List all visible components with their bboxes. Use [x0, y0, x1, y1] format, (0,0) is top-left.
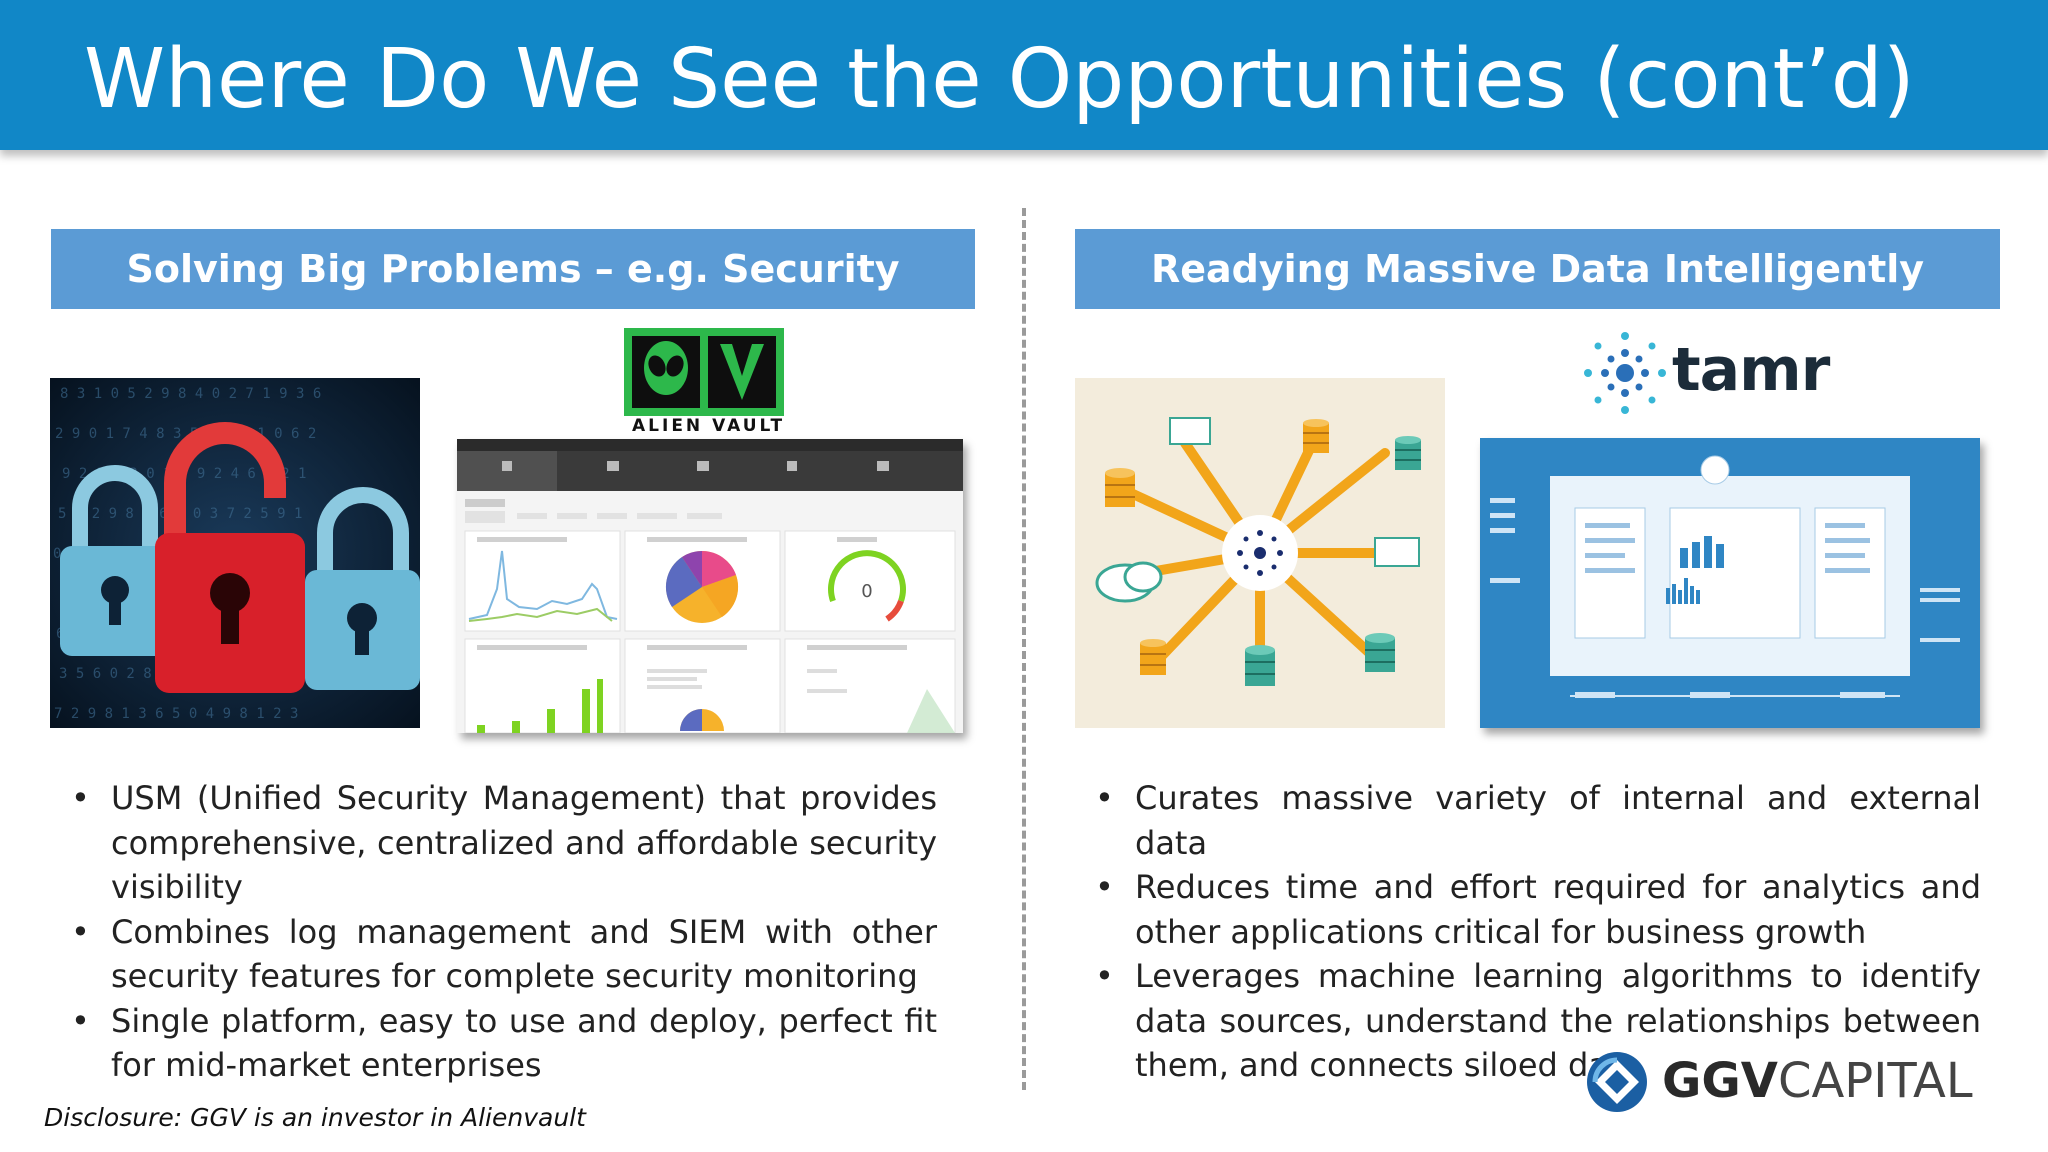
title-bar: Where Do We See the Opportunities (cont’… [0, 0, 2048, 150]
right-section-header: Readying Massive Data Intelligently [1075, 229, 2000, 309]
ggv-logo-text: GGVCAPITAL [1662, 1053, 1973, 1109]
right-bullet-item: Leverages machine learning algorithms to… [1095, 954, 1981, 1088]
left-bullet-item: USM (Unified Security Management) that p… [71, 776, 937, 910]
data-hub-image [1075, 378, 1445, 728]
tamr-workflow-image [1480, 438, 1980, 728]
ggv-brand-light: CAPITAL [1777, 1053, 1973, 1109]
alienvault-logo [624, 328, 784, 416]
right-bullet-item: Reduces time and effort required for ana… [1095, 865, 1981, 954]
column-divider [1022, 208, 1026, 1090]
alienvault-dashboard-image: 0 [457, 439, 963, 733]
tamr-logo-mark [1578, 328, 1672, 418]
slide-title: Where Do We See the Opportunities (cont’… [84, 32, 1915, 127]
left-bullet-list: USM (Unified Security Management) that p… [71, 776, 937, 1088]
svg-text:8 3 1 0 5 2 9 8 4 0 2 7 1 9 3: 8 3 1 0 5 2 9 8 4 0 2 7 1 9 3 6 [60, 386, 321, 402]
alienvault-logo-text: ALIEN VAULT [632, 416, 786, 436]
gauge-value: 0 [861, 581, 872, 602]
ggv-brand-bold: GGV [1662, 1053, 1778, 1109]
tamr-logo-text: tamr [1672, 335, 1830, 405]
right-bullet-list: Curates massive variety of internal and … [1095, 776, 1981, 1088]
ggv-logo-mark [1585, 1050, 1649, 1114]
left-bullet-item: Combines log management and SIEM with ot… [71, 910, 937, 999]
left-bullet-item: Single platform, easy to use and deploy,… [71, 999, 937, 1088]
svg-text:7 2 9 8 1 3 6 5 0 4 9 8 1 2 3: 7 2 9 8 1 3 6 5 0 4 9 8 1 2 3 [54, 706, 298, 722]
right-bullet-item: Curates massive variety of internal and … [1095, 776, 1981, 865]
disclosure-note: Disclosure: GGV is an investor in Alienv… [44, 1103, 586, 1132]
left-section-header: Solving Big Problems – e.g. Security [51, 229, 975, 309]
padlocks-image: 8 3 1 0 5 2 9 8 4 0 2 7 1 9 3 6 2 9 0 1 … [50, 378, 420, 728]
